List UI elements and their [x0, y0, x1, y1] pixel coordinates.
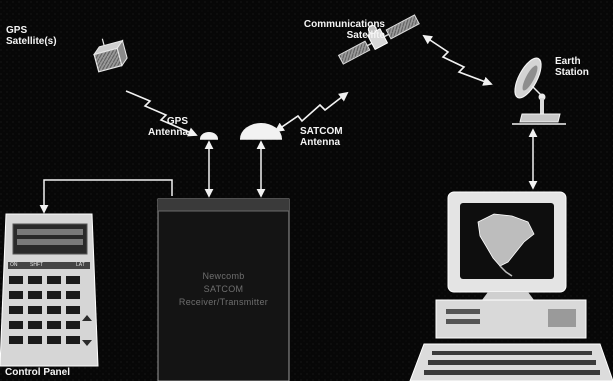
receiver-transmitter-label: Newcomb SATCOM Receiver/Transmitter	[178, 271, 269, 307]
gps-signal-arrow	[125, 90, 198, 137]
uplink-signal-arrow	[274, 91, 349, 133]
satcom-antenna-label: SATCOM Antenna	[300, 126, 343, 148]
earth-station-link-arrow	[422, 34, 493, 86]
keypad-function-row: ON SHFT LAT	[8, 262, 90, 269]
keypad-device-icon	[0, 213, 99, 367]
communications-satellite-label: Communications Satellite	[303, 19, 385, 41]
signal-links	[125, 34, 493, 137]
receiver-transmitter-box	[157, 198, 290, 381]
gps-antenna-label: GPS Antenna	[148, 116, 188, 138]
satcom-antenna-icon	[240, 123, 282, 140]
key-on: ON	[10, 262, 18, 268]
gps-satellite-label: GPS Satellite(s)	[6, 25, 57, 47]
connectors	[39, 128, 538, 214]
key-lat: LAT	[76, 262, 85, 268]
gps-antenna-icon	[200, 132, 218, 140]
earth-station-label: Earth Station	[555, 56, 589, 78]
satellite-dish-icon	[512, 57, 566, 125]
key-shift: SHFT	[30, 262, 44, 268]
gps-satellite-icon	[92, 38, 128, 73]
north-america-map-icon	[477, 213, 535, 267]
communications-satellite-icon	[337, 14, 420, 65]
desktop-computer-icon	[409, 191, 613, 381]
control-panel-cable	[39, 179, 173, 214]
control-panel-label: Control Panel	[5, 367, 71, 378]
